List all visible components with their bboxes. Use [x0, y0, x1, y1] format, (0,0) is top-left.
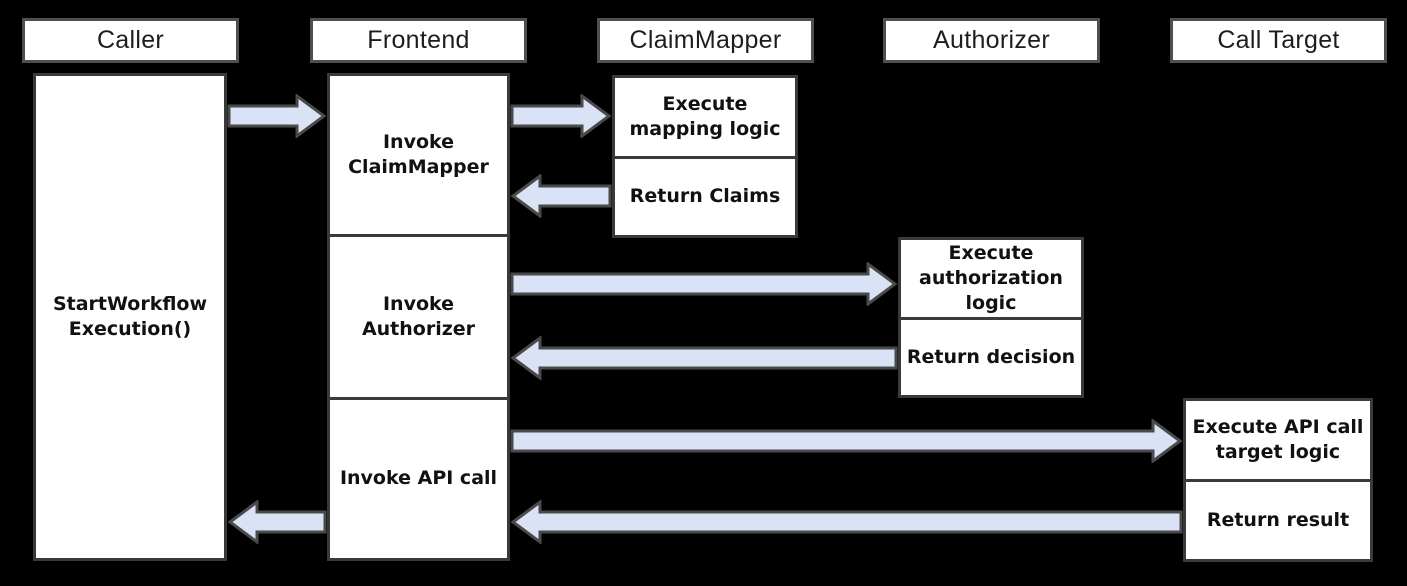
lane-header-claimmapper: ClaimMapper: [597, 18, 814, 63]
lane-header-frontend: Frontend: [310, 18, 527, 63]
caller-activation-label: StartWorkflow Execution(): [52, 292, 208, 340]
arrow-left-icon-authorizer-to-frontend: [510, 336, 898, 380]
arrow-right-icon-frontend-to-claimmapper: [510, 94, 612, 138]
arrow-left-icon-frontend-to-caller: [227, 500, 327, 544]
authorizer-steps-box: Execute authorization logic Return decis…: [898, 237, 1084, 398]
lane-header-calltarget: Call Target: [1170, 18, 1387, 63]
frontend-step-invoke-claimmapper: Invoke ClaimMapper: [330, 76, 507, 237]
arrow-right-icon-caller-to-frontend: [227, 94, 327, 138]
caller-activation-box: StartWorkflow Execution(): [33, 73, 227, 561]
arrow-left-icon-claimmapper-to-frontend: [510, 174, 612, 218]
lane-header-label: Caller: [96, 26, 165, 54]
lane-header-caller: Caller: [22, 18, 239, 63]
arrow-right-icon-frontend-to-authorizer: [510, 262, 898, 306]
authorizer-step-return-decision: Return decision: [906, 345, 1076, 368]
claimmapper-step-return-claims: Return Claims: [629, 185, 781, 208]
frontend-step-invoke-api-call: Invoke API call: [339, 467, 498, 490]
frontend-step-invoke-authorizer: Invoke Authorizer: [330, 237, 507, 400]
claimmapper-step-execute-mapping-logic: Execute mapping logic: [615, 78, 795, 159]
calltarget-step-return-result: Return result: [1206, 508, 1350, 531]
lane-header-authorizer: Authorizer: [883, 18, 1100, 63]
calltarget-step-execute-api-call-target-logic: Execute API call target logic: [1186, 401, 1370, 482]
calltarget-steps-box: Execute API call target logic Return res…: [1183, 398, 1373, 562]
frontend-steps-box: Invoke ClaimMapper Invoke Authorizer Inv…: [327, 73, 510, 561]
lane-header-label: Authorizer: [933, 26, 1050, 54]
lane-header-label: Frontend: [367, 26, 470, 54]
arrow-left-icon-calltarget-to-frontend: [510, 500, 1183, 544]
arrow-right-icon-frontend-to-calltarget: [510, 419, 1183, 463]
lane-header-label: Call Target: [1217, 26, 1340, 54]
claimmapper-steps-box: Execute mapping logic Return Claims: [612, 75, 798, 238]
lane-header-label: ClaimMapper: [629, 26, 782, 54]
authorizer-step-execute-authorization-logic: Execute authorization logic: [901, 240, 1081, 320]
